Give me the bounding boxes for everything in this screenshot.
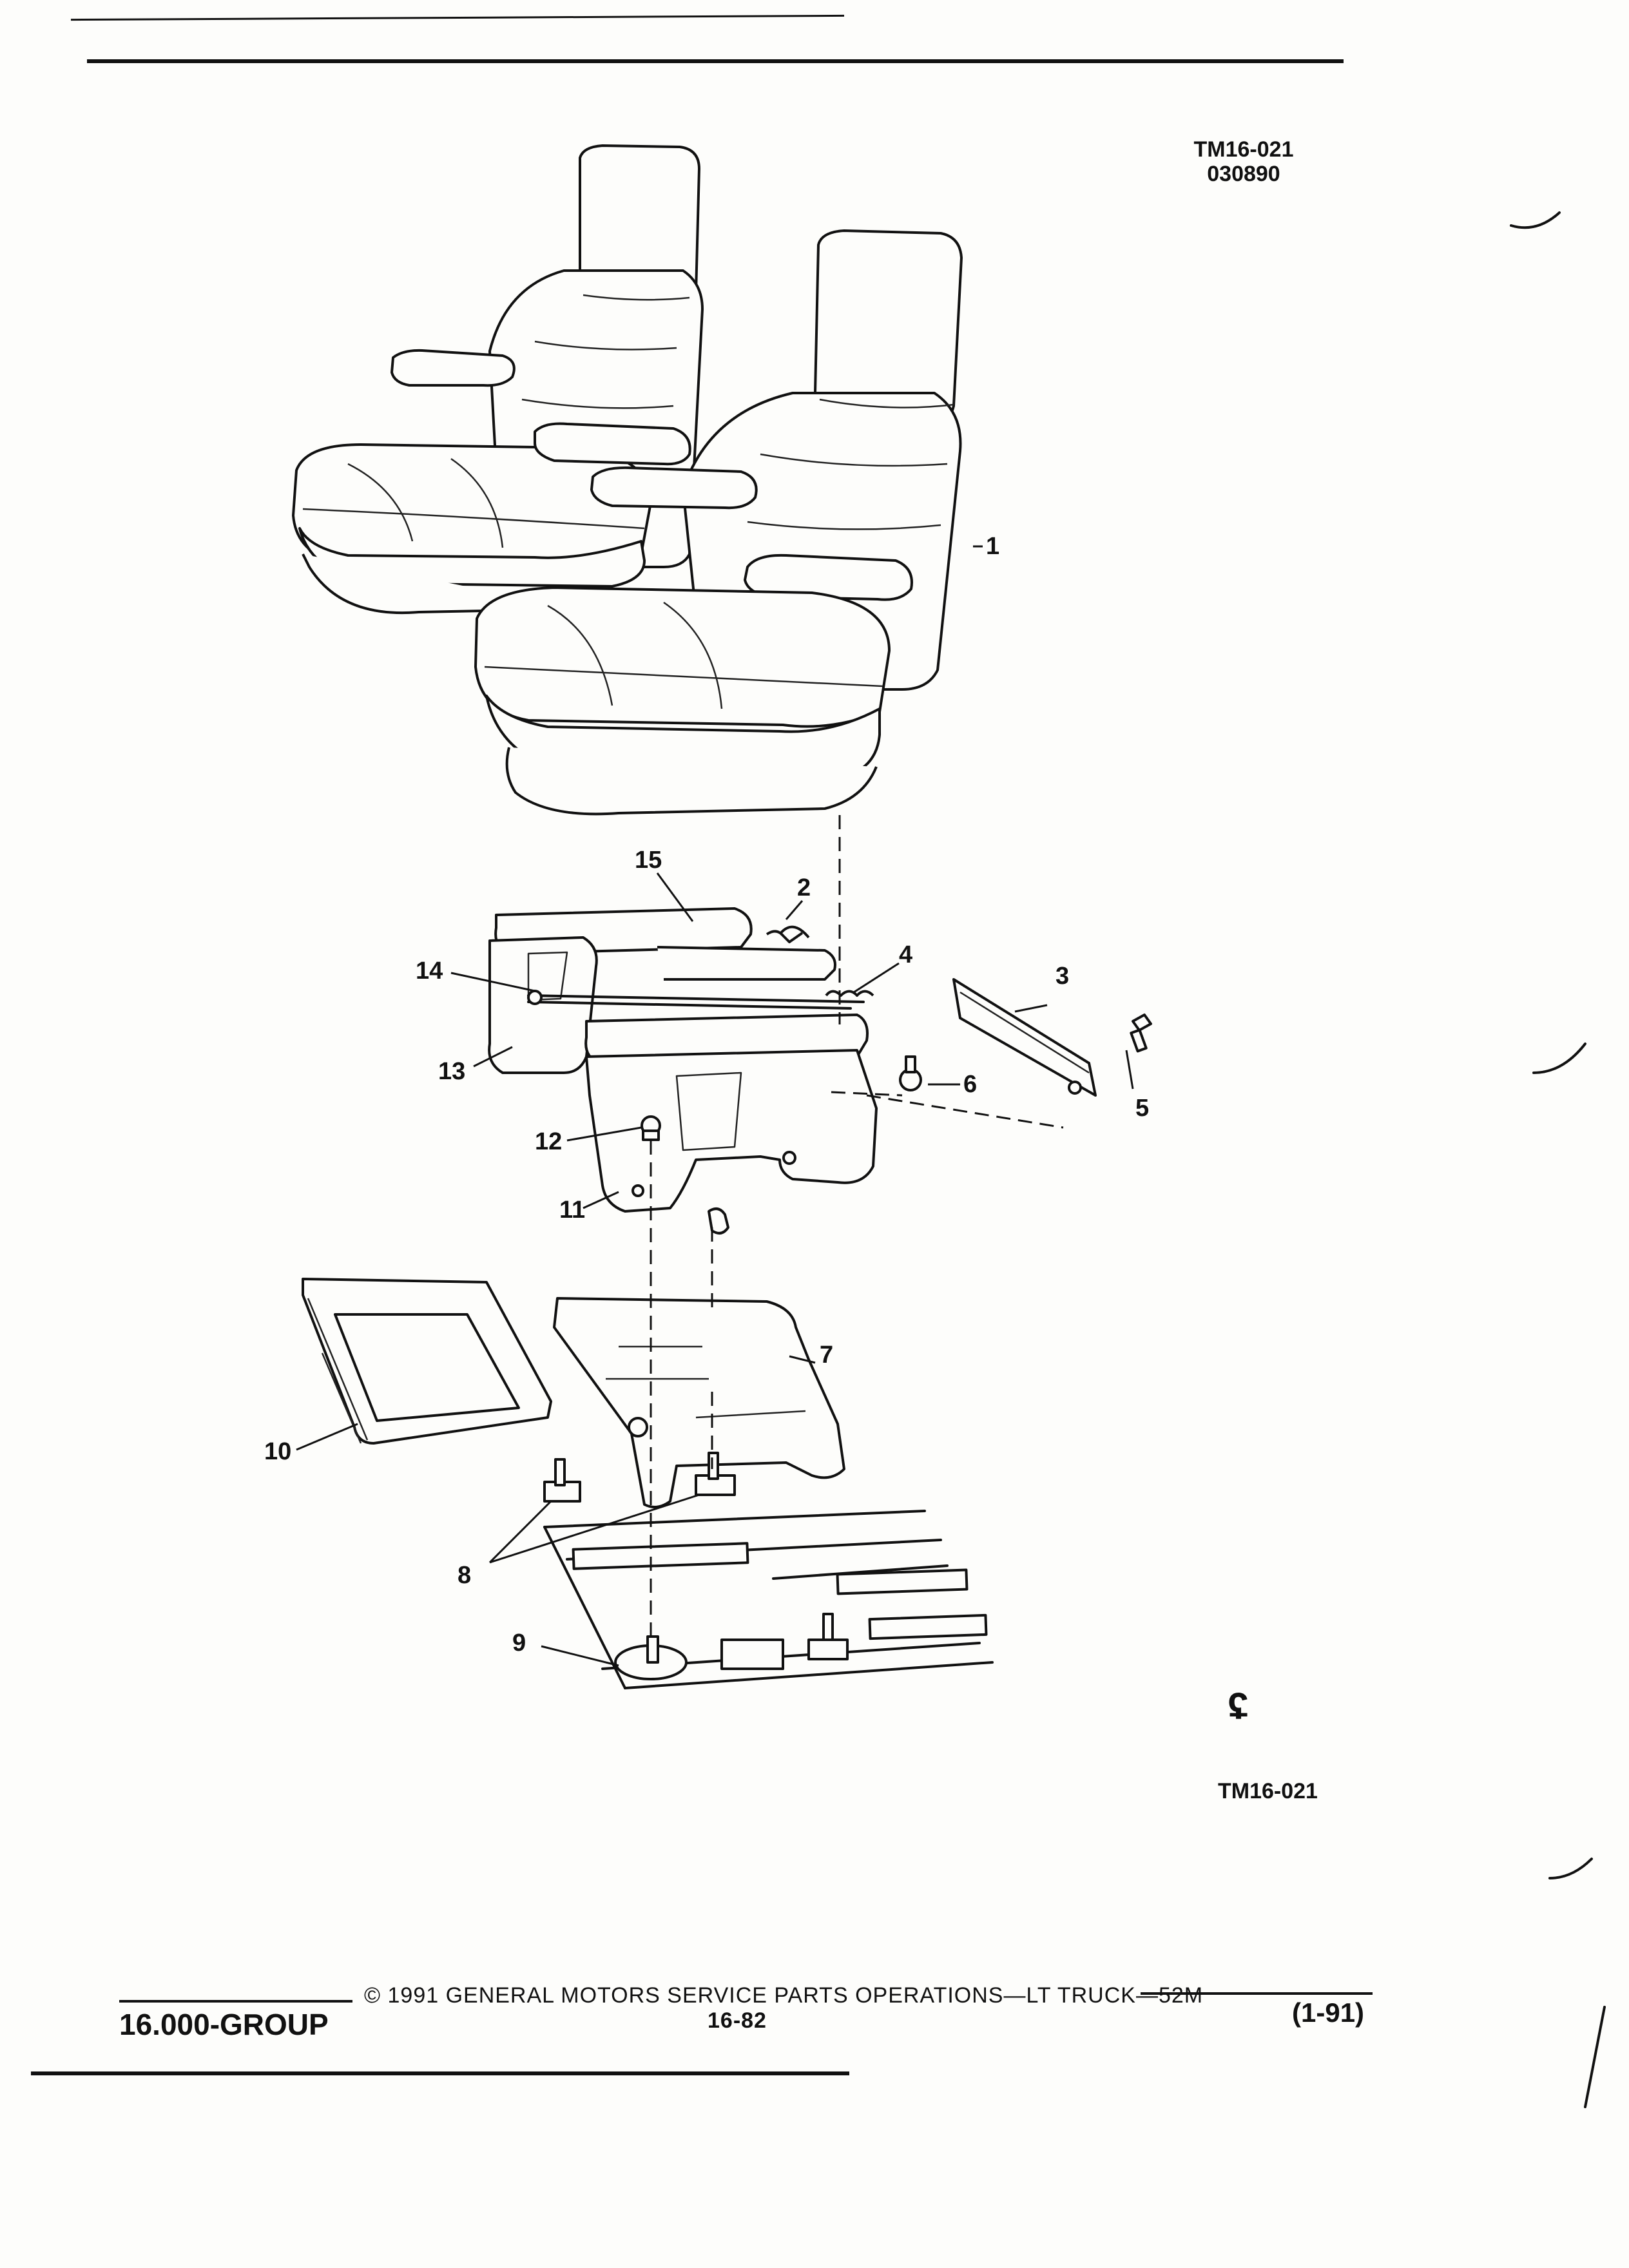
copyright-line: © 1991 GENERAL MOTORS SERVICE PARTS OPER… [364, 1983, 1204, 2008]
ref-code: TM16-021 [1193, 137, 1294, 162]
seat-riser [488, 907, 1152, 1213]
callout-7: 7 [820, 1341, 834, 1369]
seat-base [553, 1207, 845, 1508]
callout-3: 3 [1055, 963, 1070, 990]
front-seat [474, 229, 963, 816]
bottom-rule [31, 2071, 849, 2075]
callout-14: 14 [416, 957, 443, 985]
page-number: 16-82 [708, 2008, 767, 2033]
leader-12 [566, 1126, 642, 1142]
rear-seat [292, 144, 704, 615]
leader-9 [541, 1645, 619, 1667]
callout-13: 13 [438, 1058, 466, 1085]
leader-2 [785, 900, 804, 920]
floor-panel [543, 1452, 994, 1689]
callout-5: 5 [1135, 1095, 1150, 1122]
callout-12: 12 [535, 1128, 563, 1155]
edition-date: (1-91) [1292, 1997, 1365, 2028]
margin-mark-3 [1548, 1858, 1593, 1879]
leader-11 [583, 1191, 619, 1209]
footer-rule-left [119, 2000, 352, 2003]
leader-5 [1125, 1050, 1134, 1090]
callout-8: 8 [458, 1562, 472, 1589]
callout-2: 2 [797, 874, 811, 901]
leader-14 [450, 972, 535, 992]
callout-15: 15 [635, 847, 662, 874]
margin-mark-1 [1510, 211, 1561, 229]
footer-rule-right [1141, 1992, 1373, 1995]
callout-11: 11 [559, 1196, 586, 1224]
leader-13 [473, 1046, 513, 1068]
ref-date: 030890 [1207, 162, 1280, 186]
callout-4: 4 [899, 941, 913, 968]
storage-drawer [302, 1278, 552, 1445]
leader-7 [789, 1355, 816, 1364]
callout-10: 10 [264, 1438, 292, 1465]
leader-10 [296, 1423, 358, 1451]
callout-1: 1 [986, 533, 1000, 560]
assembly-line-bolt [831, 1091, 1064, 1129]
leader-4 [853, 962, 900, 994]
group-label: 16.000-GROUP [119, 2008, 329, 2041]
logo-mark: ʢ [1228, 1686, 1249, 1727]
callout-9: 9 [512, 1629, 526, 1657]
margin-mark-2 [1532, 1043, 1586, 1074]
top-rule [87, 59, 1344, 63]
figure-code: TM16-021 [1218, 1779, 1318, 1803]
margin-mark-4 [1584, 2006, 1606, 2108]
leader-15 [656, 872, 694, 922]
callout-6: 6 [963, 1071, 978, 1098]
leader-8 [488, 1494, 700, 1564]
leader-3 [1014, 1004, 1048, 1013]
